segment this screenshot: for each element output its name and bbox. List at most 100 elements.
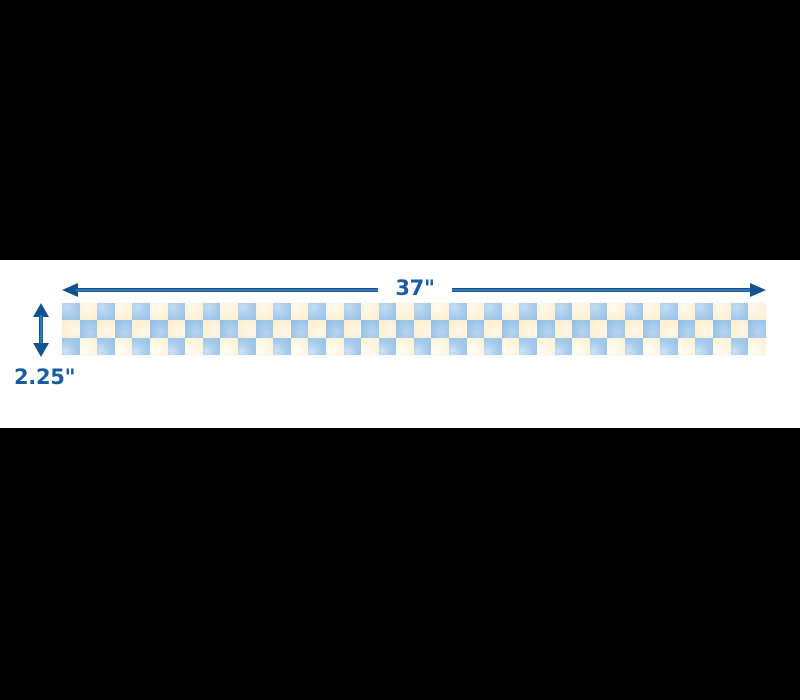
- checker-cell-cream: [537, 303, 555, 321]
- checker-cell-cream: [361, 303, 379, 321]
- checker-cell-cream: [677, 303, 696, 321]
- checker-cell-blue: [449, 303, 467, 321]
- checker-cell-blue: [202, 303, 221, 321]
- checker-cell-blue: [484, 303, 502, 321]
- checker-cell-blue: [730, 303, 749, 321]
- checker-cell-blue: [396, 320, 414, 338]
- checker-cell-cream: [607, 303, 625, 321]
- checker-cell-cream: [677, 337, 696, 355]
- checker-cell-blue: [625, 337, 643, 355]
- checker-cell-cream: [149, 303, 168, 321]
- checker-cell-cream: [325, 303, 344, 321]
- checker-cell-blue: [220, 320, 238, 338]
- checker-cell-blue: [660, 303, 678, 321]
- letterbox-top: [0, 0, 800, 260]
- checker-cell-cream: [167, 320, 186, 338]
- checker-cell-blue: [361, 320, 379, 338]
- checker-cell-cream: [79, 337, 98, 355]
- checker-cell-blue: [484, 337, 502, 355]
- checker-cell-cream: [431, 337, 450, 355]
- checker-cell-cream: [589, 320, 608, 338]
- checker-cell-cream: [501, 303, 520, 321]
- width-dimension-arrow: 37": [62, 276, 766, 300]
- checker-cell-cream: [748, 303, 766, 321]
- arrow-right-icon: [750, 283, 766, 297]
- checker-cell-cream: [642, 337, 661, 355]
- checker-cell-blue: [677, 320, 696, 338]
- checker-cell-cream: [501, 337, 520, 355]
- checker-cell-blue: [501, 320, 520, 338]
- checker-cell-blue: [308, 337, 326, 355]
- checker-cell-cream: [220, 337, 238, 355]
- height-line: [39, 315, 43, 345]
- checkerboard-border-strip: [62, 303, 766, 355]
- checker-cell-cream: [185, 337, 203, 355]
- checker-cell-cream: [712, 303, 731, 321]
- arrow-down-icon: [33, 343, 49, 357]
- checker-cell-blue: [202, 337, 221, 355]
- checker-cell-cream: [62, 320, 80, 338]
- checker-cell-blue: [695, 337, 713, 355]
- checker-cell-cream: [642, 303, 661, 321]
- checker-cell-blue: [519, 337, 538, 355]
- checker-cell-cream: [308, 320, 326, 338]
- checkerboard-row: [62, 337, 766, 355]
- checker-cell-cream: [466, 337, 485, 355]
- width-line-left: [76, 288, 378, 292]
- checker-cell-blue: [712, 320, 731, 338]
- checker-cell-cream: [114, 337, 133, 355]
- checker-cell-blue: [273, 337, 291, 355]
- checker-cell-blue: [308, 303, 326, 321]
- checker-cell-cream: [748, 337, 766, 355]
- checker-cell-cream: [79, 303, 98, 321]
- checker-cell-blue: [325, 320, 344, 338]
- checker-cell-cream: [343, 320, 362, 338]
- checker-cell-cream: [625, 320, 643, 338]
- checker-cell-blue: [730, 337, 749, 355]
- checker-cell-cream: [290, 303, 309, 321]
- checker-cell-cream: [237, 320, 256, 338]
- checker-cell-cream: [361, 337, 379, 355]
- checker-cell-blue: [167, 337, 186, 355]
- checker-cell-cream: [466, 303, 485, 321]
- checker-cell-blue: [589, 303, 608, 321]
- checker-cell-blue: [343, 303, 362, 321]
- checker-cell-blue: [343, 337, 362, 355]
- checker-cell-blue: [466, 320, 485, 338]
- checker-cell-cream: [519, 320, 538, 338]
- checker-cell-blue: [748, 320, 766, 338]
- checker-cell-cream: [537, 337, 555, 355]
- checker-cell-cream: [325, 337, 344, 355]
- checker-cell-cream: [572, 337, 590, 355]
- checker-cell-blue: [378, 337, 397, 355]
- checker-cell-cream: [273, 320, 291, 338]
- checker-cell-blue: [695, 303, 713, 321]
- width-dimension-label: 37": [395, 276, 435, 300]
- checker-cell-blue: [79, 320, 98, 338]
- checker-cell-blue: [554, 303, 573, 321]
- checker-cell-blue: [519, 303, 538, 321]
- checker-cell-blue: [132, 337, 150, 355]
- checker-cell-cream: [449, 320, 467, 338]
- checker-cell-blue: [572, 320, 590, 338]
- arrow-left-icon: [62, 283, 78, 297]
- height-dimension-arrow: [33, 303, 49, 357]
- checker-cell-cream: [132, 320, 150, 338]
- checker-cell-blue: [167, 303, 186, 321]
- checker-cell-blue: [607, 320, 625, 338]
- checker-cell-blue: [625, 303, 643, 321]
- product-canvas: 37" 2.25": [0, 260, 800, 428]
- checker-cell-blue: [149, 320, 168, 338]
- checker-cell-blue: [97, 337, 115, 355]
- checker-cell-cream: [554, 320, 573, 338]
- letterbox-bottom: [0, 428, 800, 700]
- checker-cell-cream: [712, 337, 731, 355]
- checker-cell-cream: [255, 303, 274, 321]
- width-line-right: [452, 288, 752, 292]
- checker-cell-cream: [202, 320, 221, 338]
- checker-cell-blue: [185, 320, 203, 338]
- checker-cell-cream: [607, 337, 625, 355]
- checkerboard-row: [62, 303, 766, 321]
- checker-cell-blue: [97, 303, 115, 321]
- checker-cell-cream: [378, 320, 397, 338]
